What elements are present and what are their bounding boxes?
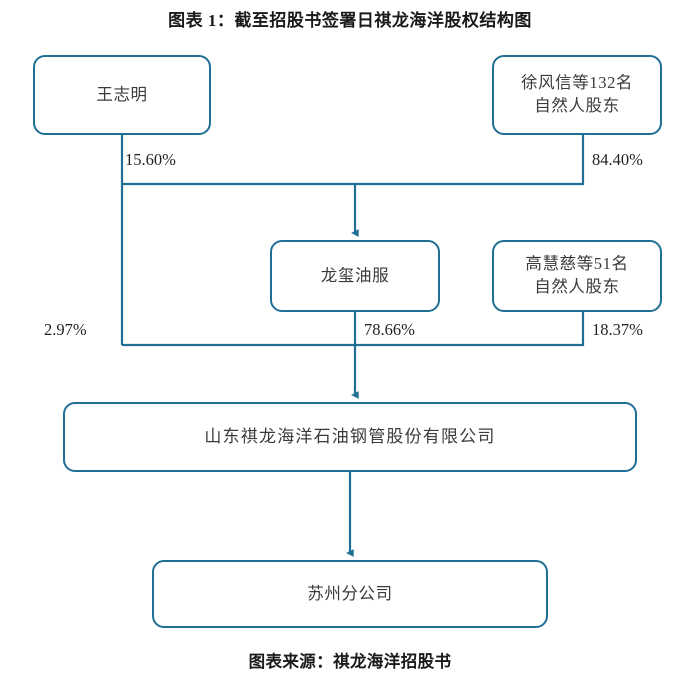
edge-label-gao-to-main: 18.37% bbox=[592, 320, 643, 339]
node-wang-zhiming-label: 王志明 bbox=[96, 84, 148, 104]
edge-label-wang-to-longxi: 15.60% bbox=[125, 150, 176, 169]
edge-xu-to-longxi bbox=[355, 135, 585, 186]
node-xu-fengxin-shareholders[interactable]: 徐风信等132名 自然人股东 bbox=[492, 55, 662, 135]
figure-source: 图表来源：祺龙海洋招股书 bbox=[248, 652, 452, 671]
node-longxi-oil-service-label: 龙玺油服 bbox=[320, 265, 390, 285]
node-suzhou-branch-label: 苏州分公司 bbox=[307, 583, 393, 603]
edge-label-xu-to-longxi: 84.40% bbox=[592, 150, 643, 169]
node-gao-huici-shareholders-label: 高慧慈等51名 自然人股东 bbox=[525, 254, 629, 296]
node-main-company[interactable]: 山东祺龙海洋石油钢管股份有限公司 bbox=[63, 402, 637, 472]
node-longxi-oil-service[interactable]: 龙玺油服 bbox=[270, 240, 440, 312]
node-xu-fengxin-shareholders-label: 徐风信等132名 自然人股东 bbox=[520, 73, 634, 115]
edge-label-wang-to-main: 2.97% bbox=[44, 320, 87, 339]
node-gao-huici-shareholders[interactable]: 高慧慈等51名 自然人股东 bbox=[492, 240, 662, 312]
node-wang-zhiming[interactable]: 王志明 bbox=[33, 55, 211, 135]
edge-label-longxi-to-main: 78.66% bbox=[364, 320, 415, 339]
figure-title: 图表 1：截至招股书签署日祺龙海洋股权结构图 bbox=[168, 11, 532, 30]
node-main-company-label: 山东祺龙海洋石油钢管股份有限公司 bbox=[204, 427, 496, 447]
node-suzhou-branch[interactable]: 苏州分公司 bbox=[152, 560, 548, 628]
